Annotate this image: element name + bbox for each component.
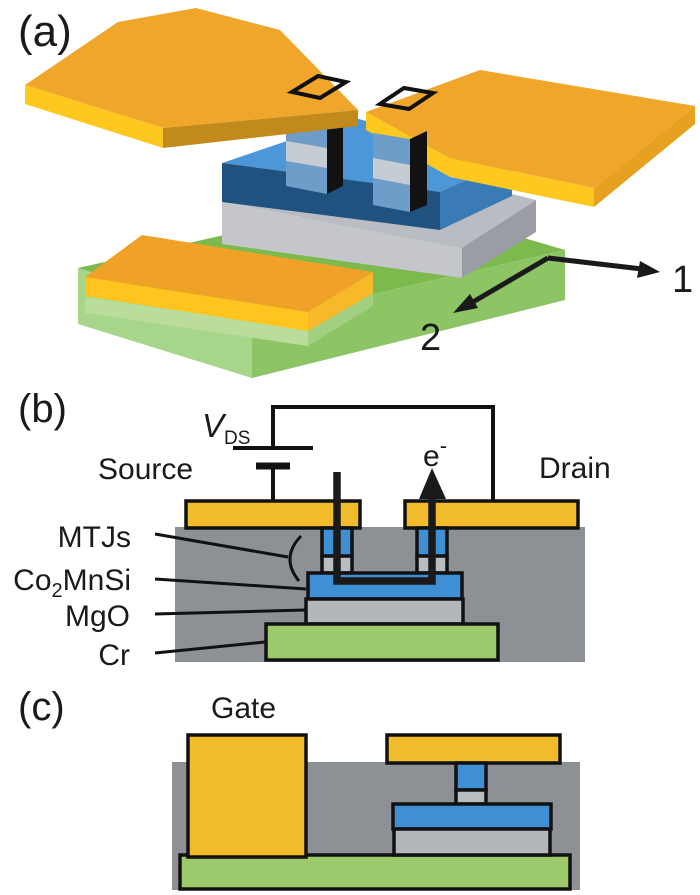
mtjs-brace-arc <box>288 534 303 582</box>
drain-pad-contact-outline <box>374 85 439 112</box>
electron-label: e- <box>423 433 447 473</box>
mesa-blue-top-face <box>222 118 512 192</box>
top-electrode-c <box>385 733 562 765</box>
source-pad-top-face <box>25 8 358 128</box>
mgo-layer-c <box>392 827 552 857</box>
panel-c-label: (c) <box>18 685 65 729</box>
vds-symbol: V <box>202 407 227 444</box>
right-pillar-side-face <box>410 131 427 212</box>
drain-pad-front-face <box>450 158 594 207</box>
axis-1-label: 1 <box>672 259 693 301</box>
gate-label: Gate <box>211 692 276 725</box>
panel-c-cross-section: (c) Gate <box>18 685 580 891</box>
co2mnsi-post: MnSi <box>63 564 131 597</box>
co2mnsi-pre: Co <box>13 564 51 597</box>
source-pad-contact-outline <box>286 73 352 101</box>
axis-1-arrow-line <box>547 255 643 272</box>
co2mnsi-layer <box>306 571 464 601</box>
vds-label: VDS <box>202 407 250 449</box>
source-pad-front-left-face <box>25 85 163 148</box>
panel-b-label: (b) <box>18 387 67 431</box>
mtjs-label: MTJs <box>58 521 131 554</box>
gate-cr-strip-front <box>85 297 308 346</box>
cr-layer-c <box>178 853 572 891</box>
mesa-mgo-right-face <box>462 200 536 278</box>
axis-arrows: 1 2 <box>420 255 693 359</box>
mgo-leader-line <box>154 608 306 616</box>
left-pillar-side-face <box>327 116 343 194</box>
axis-2-arrow-line <box>459 255 550 312</box>
gate-cr-strip-right <box>308 292 373 346</box>
panel-a-label: (a) <box>18 7 72 56</box>
source-electrode <box>184 499 362 530</box>
cr-leader-line <box>154 640 266 655</box>
source-pad-front-right-face <box>163 110 358 148</box>
axis-2-arrowhead <box>453 294 478 313</box>
axis-2-label: 2 <box>420 317 441 359</box>
co2mnsi-leader-line <box>154 577 307 591</box>
axis-1-arrowhead <box>637 261 660 278</box>
electron-symbol: e <box>423 440 440 473</box>
mesa-blue-front-face <box>222 163 440 230</box>
mtjs-leader-line <box>154 532 289 559</box>
mgo-label: MgO <box>65 600 130 633</box>
electron-path <box>333 472 436 585</box>
source-label: Source <box>98 453 193 486</box>
panel-a-3d-schematic: (a) <box>18 7 695 378</box>
drain-pad-right-face <box>594 106 695 207</box>
substrate-right-face <box>252 250 565 378</box>
circuit-wire <box>271 405 495 503</box>
vds-subscript: DS <box>224 428 250 449</box>
gate-pad-top-face <box>85 235 373 312</box>
co2mnsi-subscript: 2 <box>52 580 63 602</box>
electron-superscript: - <box>440 433 447 458</box>
gate-electrode <box>186 733 308 859</box>
mtj-pillar-barrier-c <box>454 788 488 806</box>
mesa-mgo-front-face <box>222 202 462 278</box>
gate-pad-front-face <box>85 277 308 331</box>
co2mnsi-label: Co2MnSi <box>13 564 131 602</box>
mgo-layer <box>304 597 465 626</box>
mtj-pillar-blue-c <box>454 761 488 792</box>
gate-pad-right-face <box>308 272 373 331</box>
right-pillar-mgo-stripe <box>373 158 410 185</box>
left-pillar-mgo-stripe <box>286 141 327 168</box>
panel-b-cross-section: (b) VDS Source Drain e- MTJs <box>13 387 611 672</box>
co2mnsi-layer-c <box>391 802 553 831</box>
drain-pad-top-face <box>366 70 695 188</box>
cr-layer <box>264 622 500 662</box>
drain-label: Drain <box>539 452 611 485</box>
cr-label: Cr <box>98 639 130 672</box>
electron-arrowhead <box>419 468 446 499</box>
